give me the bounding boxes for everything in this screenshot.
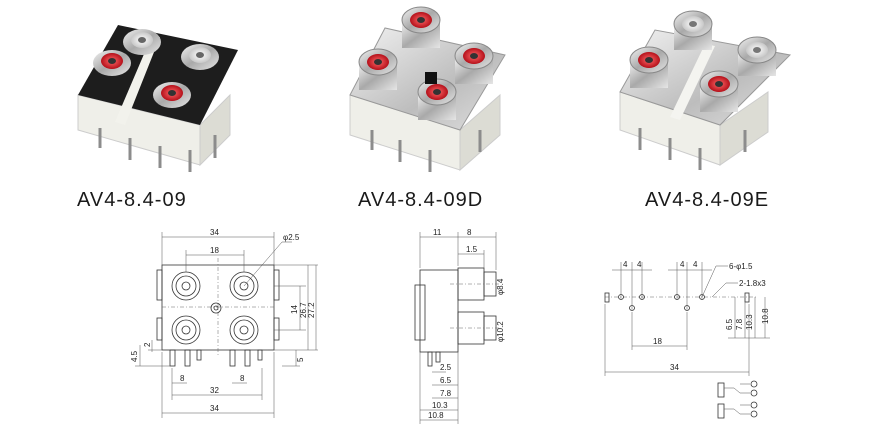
product-photo-av4-8.4-09d bbox=[349, 6, 506, 172]
front-view-drawing: 34 18 φ2.5 14 26.7 27.2 5 4.5 2 8 8 32 3… bbox=[130, 228, 318, 418]
dim-pcb-v4: 10.8 bbox=[761, 308, 770, 324]
dim-pcb-v2: 7.8 bbox=[735, 318, 744, 330]
dim-side-left: 11 bbox=[433, 228, 442, 237]
dim-side-d5: 10.8 bbox=[428, 411, 444, 420]
dim-side-d2: 6.5 bbox=[440, 376, 452, 385]
dim-front-mid-height: 26.7 bbox=[299, 302, 308, 318]
dim-front-hole: φ2.5 bbox=[283, 233, 300, 242]
dim-front-pin-offset: 2 bbox=[143, 342, 152, 347]
product-photo-av4-8.4-09e bbox=[619, 10, 792, 170]
side-view-drawing: 11 8 1.5 φ8.4 φ10.2 2.5 6.5 7.8 10.3 10.… bbox=[414, 228, 505, 424]
dim-front-inner-height: 14 bbox=[290, 305, 299, 314]
dim-front-inner-width: 18 bbox=[210, 246, 219, 255]
switch-schematic-symbol bbox=[717, 380, 758, 419]
dim-pcb-sp1: 4 bbox=[623, 260, 628, 269]
dim-front-width-top: 34 bbox=[210, 228, 219, 237]
dim-front-pin-spacing-right: 8 bbox=[240, 374, 245, 383]
dim-pcb-slot-holes: 2-1.8x3 bbox=[739, 279, 766, 288]
model-label-1: AV4-8.4-09 bbox=[77, 189, 187, 211]
dim-side-small: 1.5 bbox=[466, 245, 478, 254]
dim-front-pin-right: 5 bbox=[296, 357, 305, 362]
dim-front-pin-spacing-left: 8 bbox=[180, 374, 185, 383]
dim-pcb-v3: 10.3 bbox=[745, 314, 754, 330]
dim-pcb-mid-width: 18 bbox=[653, 337, 662, 346]
dim-front-pin-span: 32 bbox=[210, 386, 219, 395]
pcb-layout-drawing: 4 4 4 4 6-φ1.5 2-1.8x3 6.5 7.8 10.3 10.8… bbox=[604, 260, 770, 376]
dim-pcb-round-holes: 6-φ1.5 bbox=[729, 262, 753, 271]
dim-side-right: 8 bbox=[467, 228, 472, 237]
dim-front-width-bottom: 34 bbox=[210, 404, 219, 413]
dim-pcb-sp3: 4 bbox=[680, 260, 685, 269]
dim-front-pin-length: 4.5 bbox=[130, 350, 139, 362]
dim-pcb-sp4: 4 bbox=[693, 260, 698, 269]
dim-pcb-total-width: 34 bbox=[670, 363, 679, 372]
dim-side-dia-upper: φ8.4 bbox=[496, 278, 505, 295]
dim-pcb-sp2: 4 bbox=[637, 260, 642, 269]
dim-side-d4: 10.3 bbox=[432, 401, 448, 410]
dim-side-d3: 7.8 bbox=[440, 389, 452, 398]
dim-side-d1: 2.5 bbox=[440, 363, 452, 372]
dim-front-total-height: 27.2 bbox=[307, 302, 316, 318]
product-photo-av4-8.4-09 bbox=[77, 25, 238, 172]
model-label-3: AV4-8.4-09E bbox=[645, 189, 769, 211]
dim-pcb-v1: 6.5 bbox=[725, 318, 734, 330]
dim-side-dia-lower: φ10.2 bbox=[496, 321, 505, 342]
model-label-2: AV4-8.4-09D bbox=[358, 189, 483, 211]
